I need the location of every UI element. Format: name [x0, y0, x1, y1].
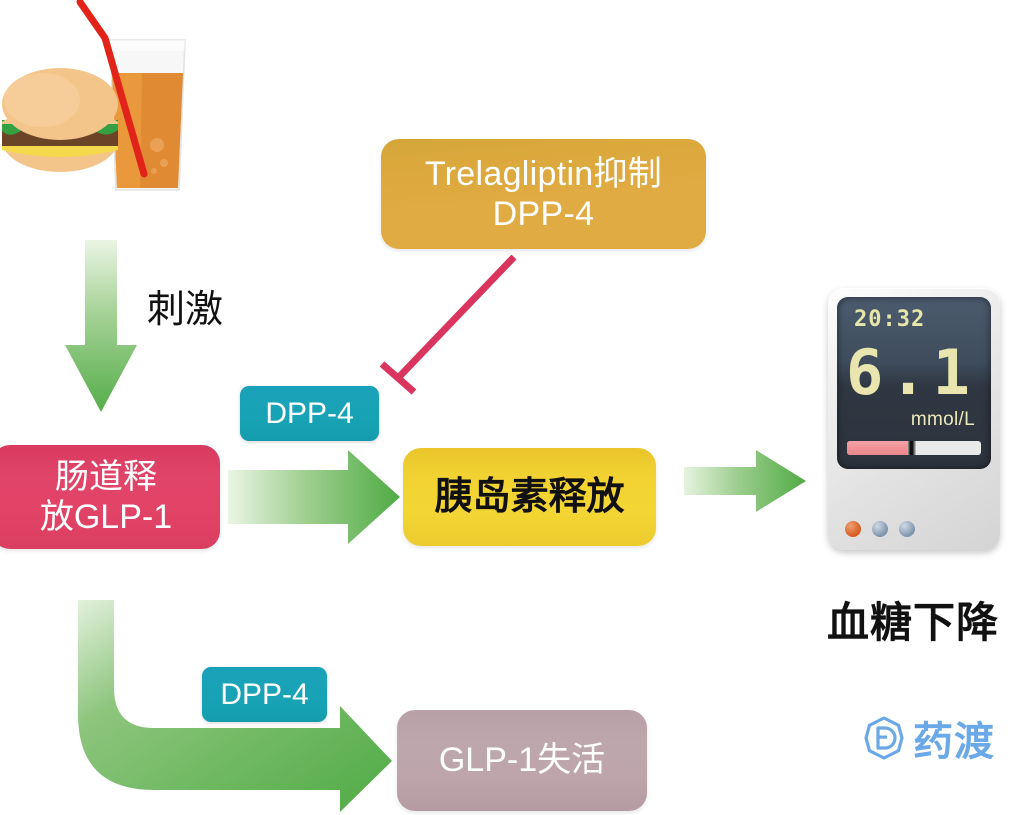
arrow-gut-to-insulin	[228, 450, 400, 544]
arrow-food-to-gut	[65, 240, 137, 412]
glucometer-screen: 20:32 6.1 mmol/L	[837, 297, 991, 469]
node-trelagliptin-label: Trelagliptin抑制 DPP-4	[424, 154, 663, 233]
arrow-insulin-to-meter	[684, 450, 806, 512]
glucometer-nav-button-1[interactable]	[872, 521, 888, 537]
pharmcube-d-icon	[864, 716, 904, 760]
brand-logo: 药渡	[862, 709, 995, 767]
straw-icon	[76, 0, 148, 178]
glucometer-range-bar	[847, 441, 981, 455]
node-gut-glp1-label: 肠道释 放GLP-1	[39, 457, 173, 536]
glucometer-buttons	[845, 521, 915, 537]
glucometer-unit: mmol/L	[910, 409, 975, 430]
glucometer-power-button[interactable]	[845, 521, 861, 537]
glucometer-range-knob	[907, 441, 917, 455]
node-gut-glp1[interactable]: 肠道释 放GLP-1	[0, 445, 220, 549]
chip-dpp4-lower[interactable]: DPP-4	[202, 667, 327, 722]
glucometer-time: 20:32	[854, 307, 926, 332]
burger-icon	[2, 68, 118, 172]
glucometer-nav-button-2[interactable]	[899, 521, 915, 537]
glucometer-range-fill	[847, 441, 909, 455]
node-glp1-inactivation-label: GLP-1失活	[438, 741, 606, 780]
node-insulin-release-label: 胰岛素释放	[434, 475, 625, 518]
glucometer-reading: 6.1	[846, 336, 976, 409]
glucometer: 20:32 6.1 mmol/L	[828, 288, 1000, 550]
inhibition-connector	[379, 254, 517, 395]
brand-logo-text: 药渡	[913, 720, 995, 764]
label-stimulate: 刺激	[147, 289, 224, 331]
node-trelagliptin[interactable]: Trelagliptin抑制 DPP-4	[381, 139, 706, 249]
chip-dpp4-lower-label: DPP-4	[220, 677, 309, 711]
label-blood-glucose-down: 血糖下降	[827, 599, 1000, 646]
food-illustration	[2, 0, 217, 205]
node-glp1-inactivation[interactable]: GLP-1失活	[397, 710, 647, 811]
chip-dpp4-upper[interactable]: DPP-4	[240, 386, 379, 441]
node-insulin-release[interactable]: 胰岛素释放	[403, 448, 656, 546]
chip-dpp4-upper-label: DPP-4	[265, 396, 354, 430]
soda-cup-icon	[109, 39, 186, 191]
